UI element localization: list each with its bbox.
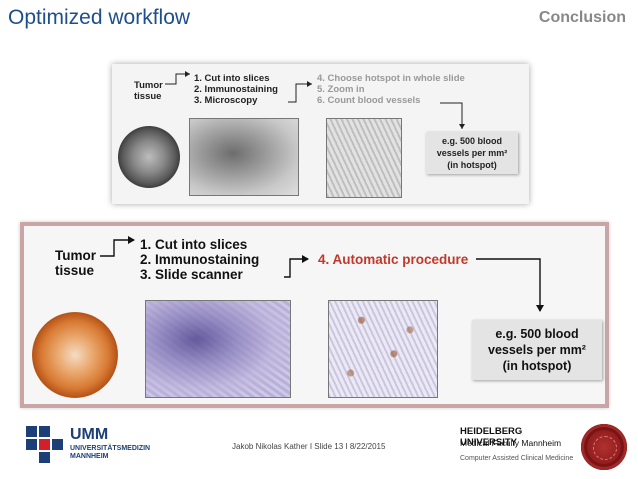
auto-result-box: e.g. 500 blood vessels per mm² (in hotsp…: [472, 320, 602, 380]
manual-result-line-1: e.g. 500 blood: [441, 136, 502, 146]
slide-title: Optimized workflow: [8, 6, 191, 29]
manual-step-2: 2. Immunostaining: [194, 84, 278, 95]
manual-arrow-tissue-to-steps: [165, 71, 190, 85]
whole-slide-image: [189, 118, 299, 196]
university-seal-icon: [581, 424, 627, 470]
auto-step-2: 2. Immunostaining: [140, 252, 260, 267]
heidelberg-faculty: Medical Faculty Mannheim: [460, 438, 562, 448]
umm-subtitle-line-2: MANNHEIM: [70, 453, 109, 460]
auto-arrow-to-result: [476, 258, 544, 312]
manual-step-4: 4. Choose hotspot in whole slide: [317, 73, 465, 84]
umm-subtitle-line-1: UNIVERSITÄTSMEDIZIN: [70, 445, 151, 452]
umm-subtitle: UNIVERSITÄTSMEDIZIN MANNHEIM: [70, 445, 150, 461]
auto-tumor-tissue-label-1: Tumor: [55, 248, 96, 263]
manual-workflow-panel: Tumor tissue 1. Cut into slices 2. Immun…: [112, 64, 529, 204]
manual-result-box: e.g. 500 blood vessels per mm² (in hotsp…: [426, 132, 518, 174]
auto-result-line-1: e.g. 500 blood: [495, 327, 579, 341]
manual-step-5: 5. Zoom in: [317, 84, 365, 95]
auto-step-4: 4. Automatic procedure: [318, 252, 469, 267]
manual-step-1: 1. Cut into slices: [194, 73, 270, 84]
auto-arrow-tissue-to-steps: [100, 236, 135, 257]
heidelberg-name: HEIDELBERG UNIVERSITY: [460, 426, 523, 448]
automatic-workflow-panel: Tumor tissue 1. Cut into slices 2. Immun…: [20, 222, 609, 408]
hotspot-zoom-image: [326, 118, 402, 198]
heidelberg-department: Computer Assisted Clinical Medicine: [460, 455, 574, 462]
auto-arrow-steps-to-procedure: [284, 255, 309, 278]
tumor-tissue-label-1: Tumor: [134, 80, 163, 91]
tumor-tissue-image: [118, 126, 180, 188]
manual-arrow-to-result: [440, 102, 465, 129]
manual-step-6: 6. Count blood vessels: [317, 95, 421, 106]
auto-step-3: 3. Slide scanner: [140, 267, 243, 282]
stained-tumor-tissue-image: [32, 312, 118, 398]
auto-hotspot-image: [328, 300, 438, 398]
scanned-slide-image: [145, 300, 291, 398]
manual-arrow-steps-to-analysis: [288, 81, 312, 103]
auto-step-1: 1. Cut into slices: [140, 237, 248, 252]
auto-result-line-2: vessels per mm²: [488, 343, 586, 357]
umm-mark-icon: [26, 426, 63, 463]
manual-result-line-2: vessels per mm²: [436, 148, 508, 158]
section-title: Conclusion: [538, 9, 626, 26]
auto-result-line-3: (in hotspot): [502, 359, 572, 373]
umm-name: UMM: [70, 426, 109, 443]
heidelberg-logo: HEIDELBERG UNIVERSITY Medical Faculty Ma…: [460, 426, 578, 470]
tumor-tissue-label-2: tissue: [134, 91, 162, 102]
manual-result-line-3: (in hotspot): [447, 160, 497, 170]
umm-logo: UMM UNIVERSITÄTSMEDIZIN MANNHEIM: [26, 424, 174, 468]
footer-credit: Jakob Nikolas Kather I Slide 13 I 8/22/2…: [232, 442, 386, 451]
manual-step-3: 3. Microscopy: [194, 95, 258, 106]
auto-tumor-tissue-label-2: tissue: [55, 263, 95, 278]
